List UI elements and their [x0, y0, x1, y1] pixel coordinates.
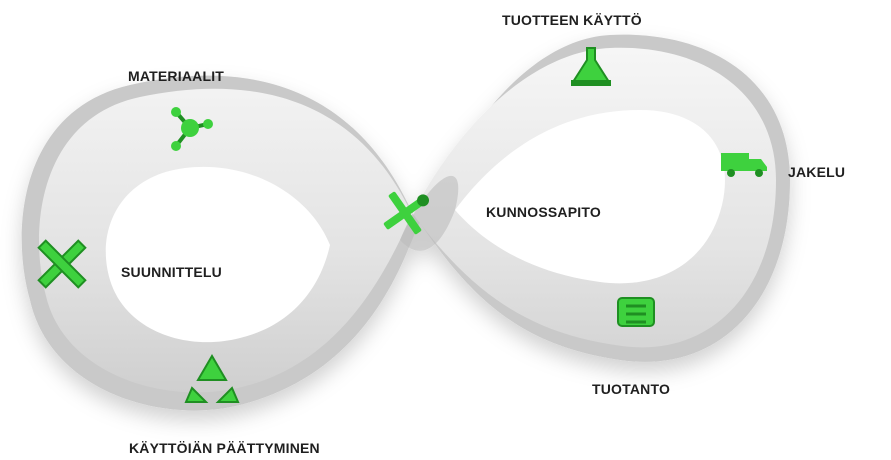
molecule-icon — [171, 107, 213, 151]
loop-hole-left — [105, 166, 330, 343]
label-product-use: TUOTTEEN KÄYTTÖ — [502, 12, 642, 28]
label-maintenance: KUNNOSSAPITO — [486, 204, 601, 220]
label-end-of-life: KÄYTTÖIÄN PÄÄTTYMINEN — [129, 440, 320, 456]
loop-hole-right — [455, 110, 725, 284]
chemistry-flask-icon — [571, 47, 611, 86]
truck-icon — [721, 153, 767, 177]
ruler-pencil-icon — [37, 239, 87, 289]
wrench-screwdriver-icon — [383, 191, 430, 235]
label-distribution: JAKELU — [788, 164, 846, 180]
infinity-band — [21, 34, 791, 411]
label-materials: MATERIAALIT — [128, 68, 225, 84]
recycle-icon — [184, 354, 240, 403]
label-design: SUUNNITTELU — [121, 264, 222, 280]
label-production: TUOTANTO — [592, 381, 671, 397]
machine-icon — [617, 297, 655, 327]
